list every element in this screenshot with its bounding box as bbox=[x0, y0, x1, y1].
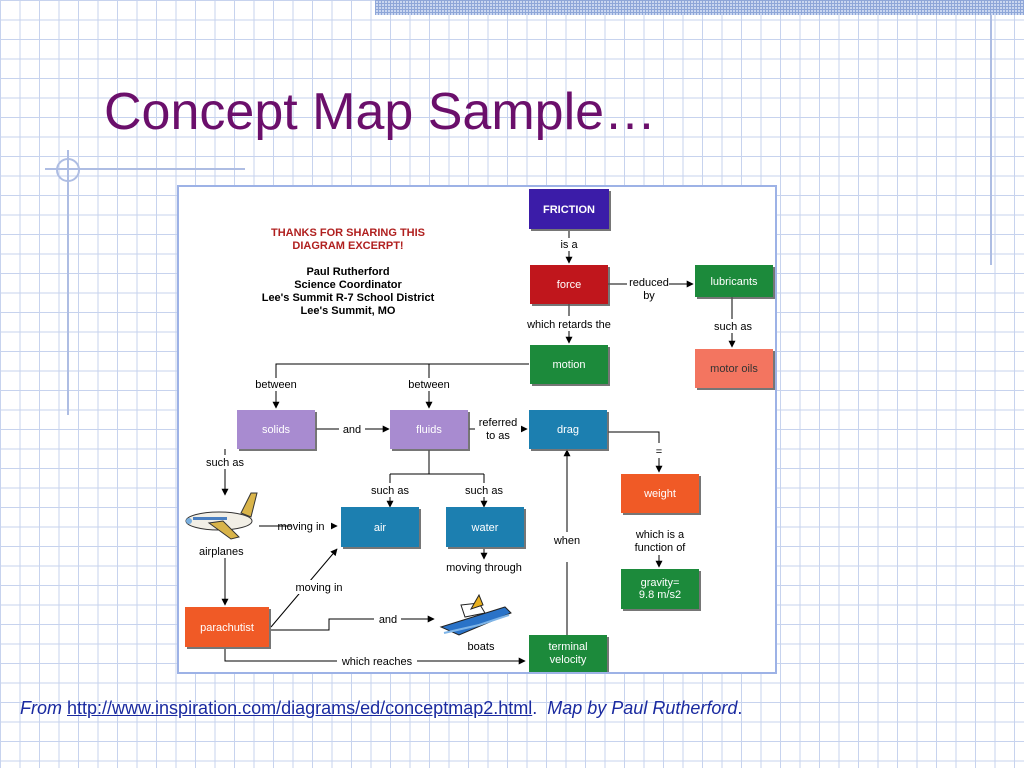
airplane-icon bbox=[185, 492, 258, 540]
node-weight: weight bbox=[621, 474, 699, 513]
link-is-a: is a bbox=[560, 239, 578, 251]
boat-icon bbox=[439, 593, 512, 636]
credit-district: Lee's Summit R-7 School District bbox=[262, 292, 435, 304]
node-water-label: water bbox=[471, 522, 499, 534]
link-labels: is a reduced by which retards the such a… bbox=[199, 238, 755, 668]
decor-horizontal-line bbox=[45, 168, 245, 170]
link-referred-2: to as bbox=[486, 430, 510, 442]
decor-circle bbox=[56, 158, 80, 182]
node-fluids: fluids bbox=[390, 410, 468, 449]
node-air: air bbox=[341, 507, 419, 547]
node-solids-label: solids bbox=[262, 424, 291, 436]
node-gravity: gravity= 9.8 m/s2 bbox=[621, 569, 699, 609]
credit-heading-1: THANKS FOR SHARING THIS bbox=[271, 227, 425, 239]
label-airplanes: airplanes bbox=[199, 546, 244, 558]
concept-map-frame: THANKS FOR SHARING THIS DIAGRAM EXCERPT!… bbox=[177, 185, 777, 674]
node-terminal-velocity: terminal velocity bbox=[529, 635, 607, 672]
credit-heading-2: DIAGRAM EXCERPT! bbox=[292, 240, 403, 252]
node-air-label: air bbox=[374, 522, 387, 534]
link-which-reaches: which reaches bbox=[341, 656, 413, 668]
link-and-solids-fluids: and bbox=[343, 424, 361, 436]
link-moving-through: moving through bbox=[446, 562, 522, 574]
slide-title: Concept Map Sample… bbox=[104, 83, 657, 141]
node-friction: FRICTION bbox=[529, 189, 609, 229]
link-reduced-1: reduced bbox=[629, 277, 669, 289]
node-motor-oils-label: motor oils bbox=[710, 363, 758, 375]
node-parachutist-label: parachutist bbox=[200, 622, 254, 634]
node-lubricants-label: lubricants bbox=[710, 276, 758, 288]
node-lubricants: lubricants bbox=[695, 265, 773, 297]
concept-map: THANKS FOR SHARING THIS DIAGRAM EXCERPT!… bbox=[185, 189, 773, 672]
credit-location: Lee's Summit, MO bbox=[301, 305, 396, 317]
link-moving-in-parachutist: moving in bbox=[295, 582, 342, 594]
top-pattern-band bbox=[375, 0, 1024, 15]
node-weight-label: weight bbox=[643, 488, 676, 500]
node-gravity-label-2: 9.8 m/s2 bbox=[639, 589, 681, 601]
node-water: water bbox=[446, 507, 524, 547]
source-link[interactable]: http://www.inspiration.com/diagrams/ed/c… bbox=[67, 698, 533, 718]
node-force-label: force bbox=[557, 279, 581, 291]
footer-period: . bbox=[532, 698, 538, 718]
credit-role: Science Coordinator bbox=[294, 279, 402, 291]
decor-left-vertical-line bbox=[67, 150, 69, 415]
link-between-solids: between bbox=[255, 379, 297, 391]
node-terminal-label-2: velocity bbox=[550, 654, 587, 666]
node-parachutist: parachutist bbox=[185, 607, 269, 647]
node-gravity-label-1: gravity= bbox=[641, 577, 680, 589]
link-such-as-solids: such as bbox=[206, 457, 244, 469]
node-motion: motion bbox=[530, 345, 608, 384]
link-equals: = bbox=[656, 446, 662, 458]
link-when: when bbox=[553, 535, 580, 547]
node-drag: drag bbox=[529, 410, 607, 449]
node-motor-oils: motor oils bbox=[695, 349, 773, 388]
node-solids: solids bbox=[237, 410, 315, 449]
link-which-retards: which retards the bbox=[526, 319, 611, 331]
node-terminal-label-1: terminal bbox=[548, 641, 587, 653]
link-referred-1: referred bbox=[479, 417, 518, 429]
link-such-as-water: such as bbox=[465, 485, 503, 497]
link-which-is-2: function of bbox=[635, 542, 687, 554]
link-moving-in-airplane: moving in bbox=[277, 521, 324, 533]
decor-vertical-line bbox=[990, 15, 992, 265]
link-such-as-lubricants: such as bbox=[714, 321, 752, 333]
credit-name: Paul Rutherford bbox=[306, 266, 389, 278]
link-between-fluids: between bbox=[408, 379, 450, 391]
node-drag-label: drag bbox=[557, 424, 579, 436]
label-boats: boats bbox=[468, 641, 495, 653]
source-footer: From http://www.inspiration.com/diagrams… bbox=[20, 698, 742, 719]
footer-map-by: Map by Paul Rutherford bbox=[547, 698, 738, 718]
link-which-is-1: which is a bbox=[635, 529, 685, 541]
node-force: force bbox=[530, 265, 608, 304]
node-fluids-label: fluids bbox=[416, 424, 442, 436]
link-reduced-2: by bbox=[643, 290, 655, 302]
node-motion-label: motion bbox=[552, 359, 585, 371]
link-and-parachutist-boats: and bbox=[379, 614, 397, 626]
link-such-as-air: such as bbox=[371, 485, 409, 497]
node-friction-label: FRICTION bbox=[543, 204, 595, 216]
credit-block: THANKS FOR SHARING THIS DIAGRAM EXCERPT!… bbox=[262, 227, 435, 317]
footer-from: From bbox=[20, 698, 62, 718]
footer-end: . bbox=[737, 698, 743, 718]
